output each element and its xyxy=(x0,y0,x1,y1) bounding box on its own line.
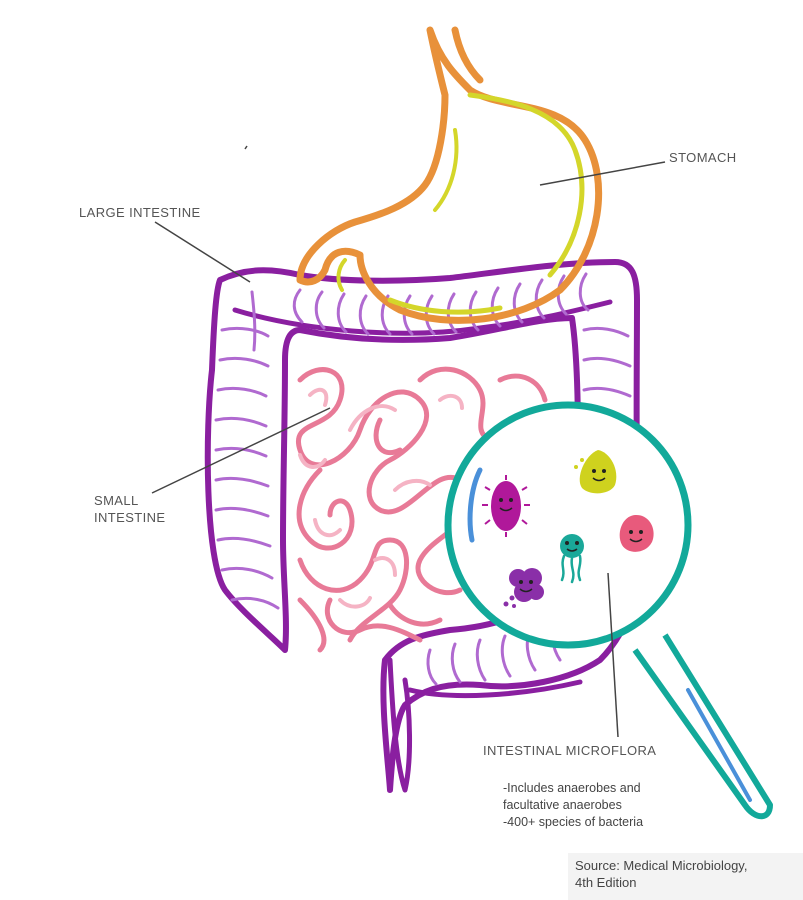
source-line-2: 4th Edition xyxy=(575,874,803,891)
note-line-1: -Includes anaerobes and xyxy=(503,780,641,797)
label-small-intestine-line2: INTESTINE xyxy=(94,510,166,526)
label-large-intestine: LARGE INTESTINE xyxy=(79,205,201,221)
note-line-3: -400+ species of bacteria xyxy=(503,814,643,831)
source-citation: Source: Medical Microbiology, 4th Editio… xyxy=(568,853,803,900)
label-stomach: STOMACH xyxy=(669,150,737,166)
label-small-intestine-line1: SMALL xyxy=(94,493,139,509)
note-line-2: facultative anaerobes xyxy=(503,797,622,814)
label-intestinal-microflora: INTESTINAL MICROFLORA xyxy=(483,743,656,759)
source-line-1: Source: Medical Microbiology, xyxy=(575,857,803,874)
